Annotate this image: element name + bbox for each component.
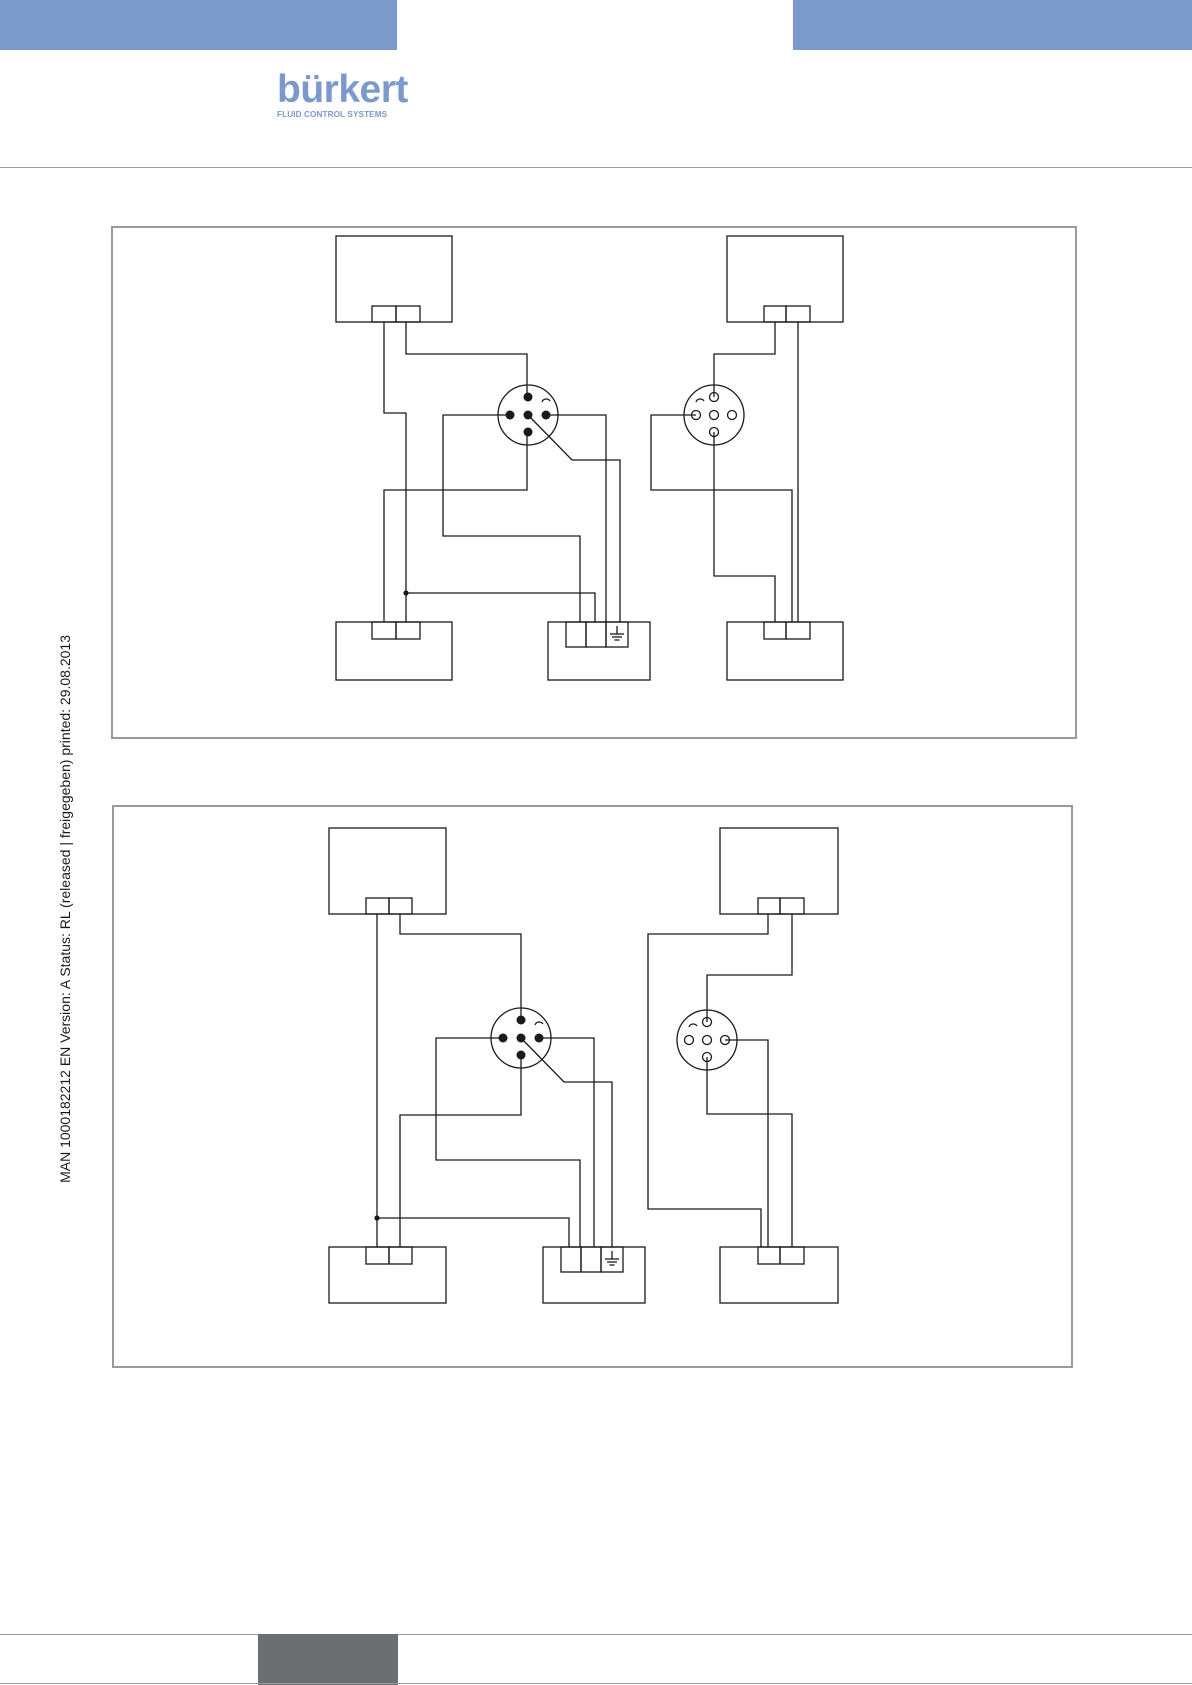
diagram-1-frame xyxy=(112,227,1076,738)
d1-device-bottom-left xyxy=(336,622,452,680)
d1-device-bottom-right xyxy=(727,622,843,680)
d2-device-top-right xyxy=(720,828,838,914)
d1-device-top-left xyxy=(336,236,452,322)
d1-device-top-right xyxy=(727,236,843,322)
d2-device-bottom-right xyxy=(720,1247,838,1303)
d2-device-bottom-left xyxy=(329,1247,446,1303)
footer-page-tab xyxy=(258,1634,398,1685)
d2-ground-icon xyxy=(605,1251,619,1265)
diagram-2-frame xyxy=(113,806,1072,1367)
d1-wires xyxy=(384,322,798,622)
wiring-diagram-2 xyxy=(113,806,1072,1367)
d2-wires xyxy=(374,914,792,1247)
d2-device-top-left xyxy=(329,828,446,914)
footer-divider xyxy=(0,1634,1192,1635)
wiring-diagram-1 xyxy=(112,227,1076,738)
d2-terminal-block xyxy=(543,1247,645,1303)
d1-terminal-block xyxy=(548,622,650,680)
d1-ground-icon xyxy=(610,626,624,640)
footer-bottom-line xyxy=(0,1683,1192,1684)
